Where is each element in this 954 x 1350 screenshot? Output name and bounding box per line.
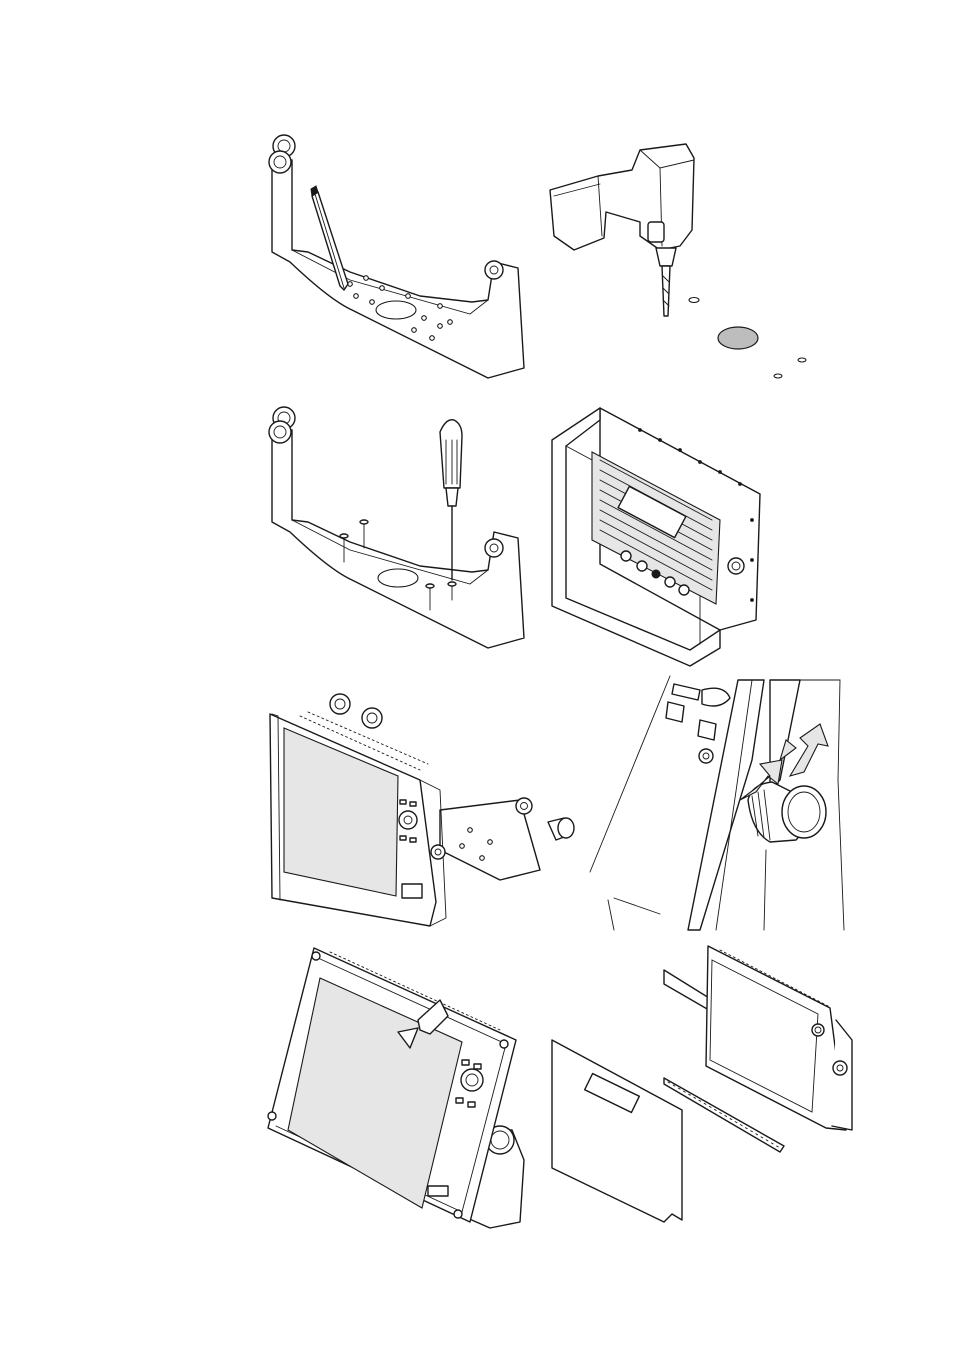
panel-flush-mount-frame [552,408,760,666]
panel-bracket-screwing [269,407,524,648]
knob-closeup-icon [590,676,844,930]
panel-front-trim-strips [552,946,852,1222]
panel-bracket-marking [269,135,524,378]
screwdriver-icon [269,407,524,648]
display-bracket-knobs-icon [270,694,574,926]
panel-knob-tightening [590,676,844,930]
display-rear-frame-icon [552,408,760,666]
panel-display-on-bracket [270,694,574,926]
display-sun-cover-icon [268,948,524,1228]
panel-drilling [550,144,806,378]
bracket-pencil-icon [269,135,524,378]
trim-strips-icon [552,946,852,1222]
power-drill-icon [550,144,806,378]
panel-sun-cover-fitting [268,948,524,1228]
